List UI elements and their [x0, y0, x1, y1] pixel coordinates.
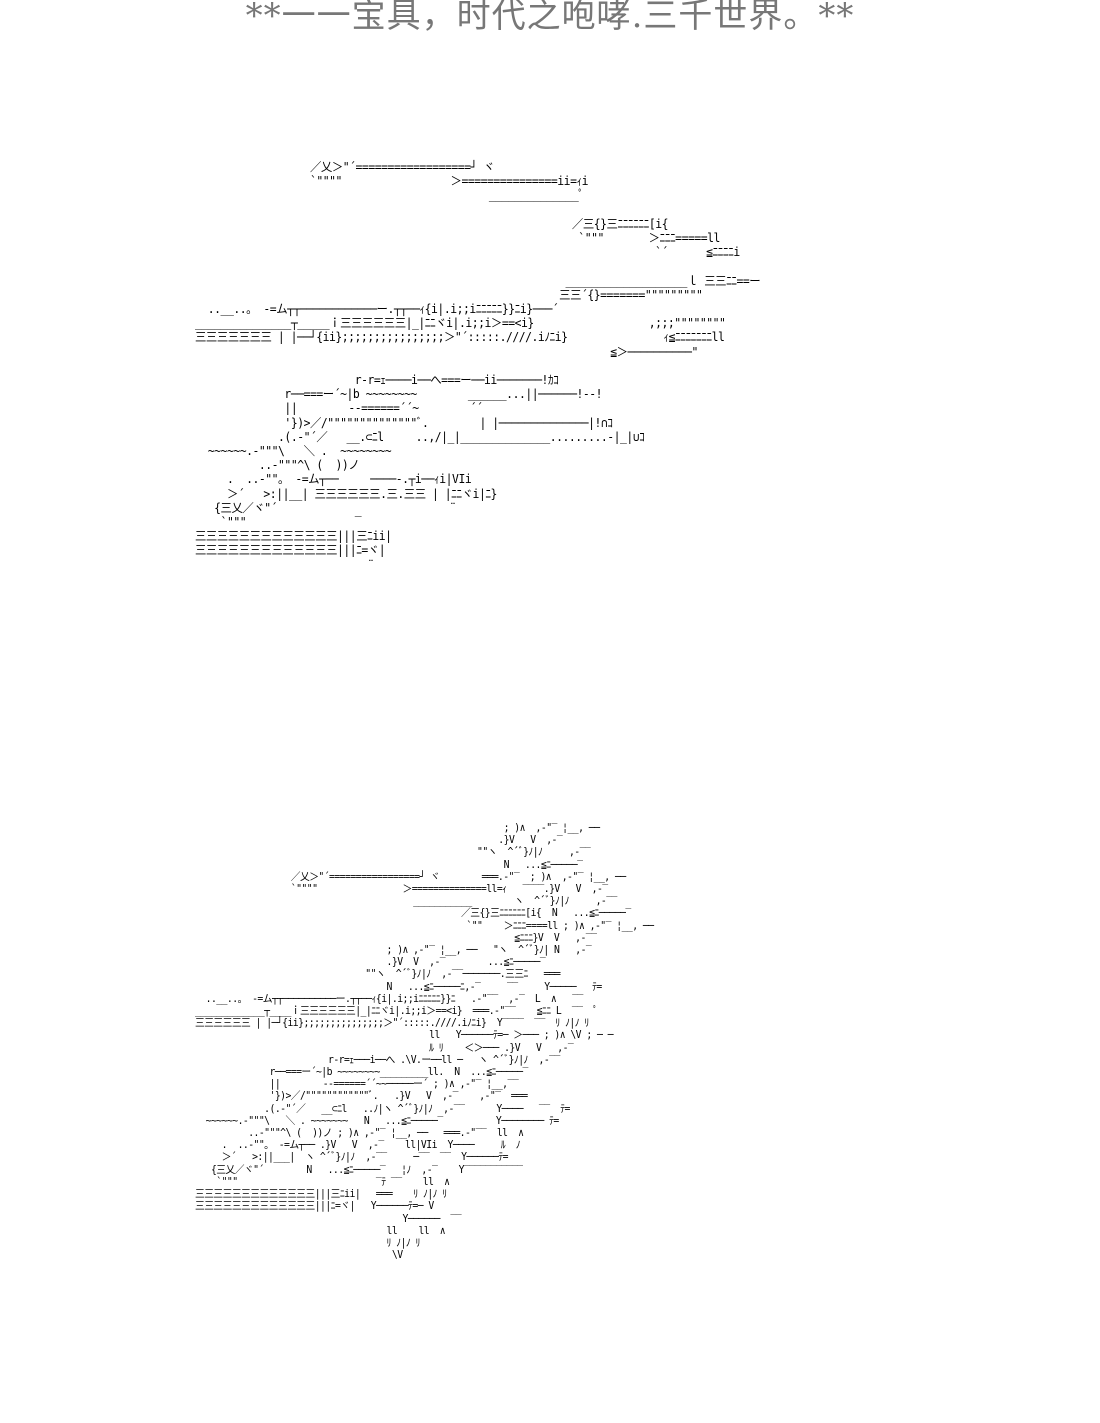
- ascii-art-bottom: ; )∧ ,-"‾ ¦__, ── .}V V ,-‾ ""ヽ ^´ﾞ}ﾉ|ﾉ …: [195, 822, 654, 1262]
- page-title: **一一宝具，时代之咆哮.三千世界。**: [245, 0, 855, 36]
- ascii-art-top: ／乂＞"´==================┘ ヾ `"""" ＞======…: [195, 160, 761, 572]
